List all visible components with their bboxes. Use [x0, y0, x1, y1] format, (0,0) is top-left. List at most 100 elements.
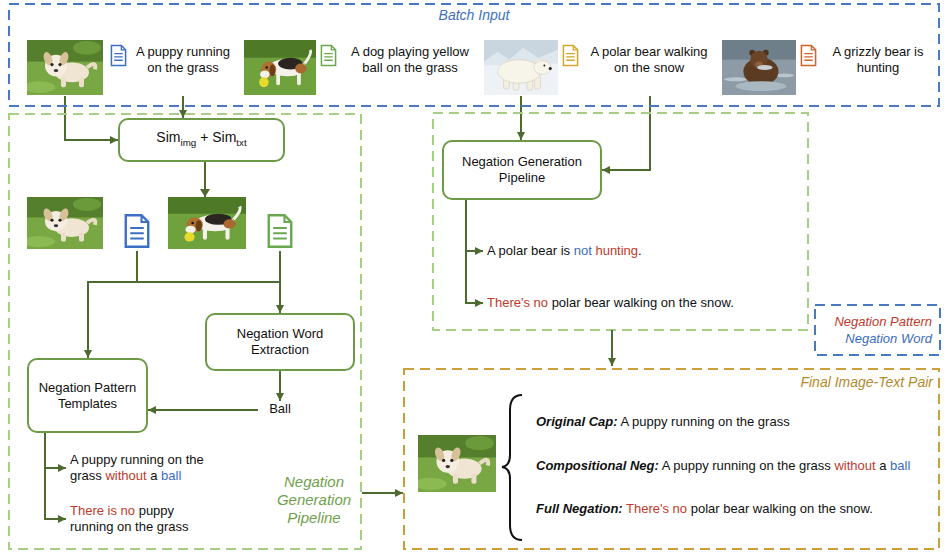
text-run: ball [161, 468, 181, 483]
dashed-border [9, 4, 939, 106]
branch-line [137, 281, 280, 283]
dog-photo [244, 40, 316, 95]
text-run: hunting [595, 243, 638, 258]
text-run: A puppy running on the grass [659, 458, 835, 473]
caption-pair: A dog playing yellow ball on the grass [242, 36, 482, 96]
text-run: without [105, 468, 146, 483]
caption-pair: A puppy running on the grass [25, 36, 238, 96]
node-text: Negation Word Extraction [215, 326, 345, 358]
legend-colour: Negation Word [845, 330, 932, 347]
node-text: Final Image-Text Pair [781, 374, 933, 391]
node-text: A puppy running on the grass [130, 44, 236, 76]
text-slot: Final Image-Text Pair [781, 374, 933, 391]
output-caption: A polar bear is not hunting. [483, 243, 788, 259]
document-icon [321, 46, 335, 66]
connector-arrow [466, 200, 483, 251]
node-text: Original Cap: A puppy running on the gra… [536, 414, 934, 430]
arrow-head [200, 189, 210, 197]
text-run: without [834, 458, 875, 473]
pipeline-region: Negation Generation Pipeline Simimg + Sim… [8, 113, 362, 550]
text-run [623, 501, 626, 516]
connector-arrow [182, 96, 184, 118]
text-run: img [180, 137, 196, 148]
text-run: There's no [626, 501, 687, 516]
legend-text: Negation Word [845, 330, 932, 347]
node-text: A polar bear is not hunting. [487, 243, 784, 259]
grizzly-photo [722, 40, 796, 95]
connector-arrow [88, 162, 205, 358]
text-run: Sim [156, 129, 180, 145]
text-slot: A dog playing yellow ball on the grass [340, 44, 480, 76]
output-caption: There's no polar bear walking on the sno… [483, 295, 801, 311]
text-run: + Sim [196, 129, 236, 145]
document-icon [126, 215, 149, 247]
text-slot: Batch Input [8, 7, 940, 24]
pipeline-region-outline [433, 113, 808, 330]
connector-arrow [602, 96, 650, 170]
ground-patch [20, 197, 310, 251]
output-caption: A puppy running on the grass without a b… [66, 452, 224, 484]
connector-arrow [65, 96, 118, 140]
process-box: Negation Generation Pipeline [442, 140, 602, 200]
process-box: Negation Word Extraction [205, 313, 355, 371]
dog-photo [168, 197, 246, 249]
input-region: Batch Input A puppy running on the grass A… [8, 3, 940, 107]
text-run: . [638, 243, 642, 258]
caption-pair: A grizzly bear is hunting [720, 36, 938, 96]
connector-arrow [520, 96, 522, 140]
text-slot: Negation Generation Pipeline [270, 473, 358, 527]
polar-bear-photo [484, 40, 558, 95]
legend-text: Negation Pattern [834, 313, 932, 330]
text-slot: Original Cap: A puppy running on the gra… [536, 414, 934, 430]
text-run: polar bear walking on the snow. [548, 295, 734, 310]
legend-entry: Negation Word [845, 330, 932, 347]
legend-outline [815, 305, 940, 355]
text-run: Full Negation: [536, 501, 623, 516]
document-icon [111, 46, 125, 66]
text-run: a [147, 468, 161, 483]
node-text: Full Negation: There's no polar bear wal… [536, 501, 934, 517]
output-caption: There is no puppy running on the grass [66, 503, 224, 535]
node-text: Negation Generation Pipeline [452, 154, 592, 186]
text-run: txt [236, 137, 246, 148]
connector-arrow [148, 409, 258, 411]
document-icon [563, 46, 577, 66]
document-icon [801, 46, 815, 66]
flow-arrow [611, 330, 613, 366]
connector-arrow [279, 371, 281, 401]
connector-arrow [466, 200, 483, 303]
legend-colour: Negation Pattern [834, 313, 932, 330]
connector-arrow [362, 492, 403, 494]
text-run: a [876, 458, 890, 473]
node-text: Simimg + Simtxt [156, 129, 246, 151]
text-run: not [574, 243, 592, 258]
result-region: Final Image-Text PairOriginal Cap: A pup… [403, 368, 940, 550]
text-run: There's no [487, 295, 548, 310]
node-text: There is no puppy running on the grass [70, 503, 220, 535]
connector-arrow [45, 433, 66, 468]
text-slot: Compositional Neg: A puppy running on th… [536, 458, 934, 474]
text-run: A puppy running on the grass [618, 414, 790, 429]
puppy-photo [23, 40, 103, 95]
node-text: Negation Pattern Templates [37, 380, 138, 412]
text-slot: A polar bear walking on the snow [582, 44, 716, 76]
text-run [592, 243, 596, 258]
node-text: Ball [262, 401, 298, 417]
text-run: There is no [70, 503, 135, 518]
text-slot: Full Negation: There's no polar bear wal… [536, 501, 934, 517]
node-text: A dog playing yellow ball on the grass [340, 44, 480, 76]
node-text: Compositional Neg: A puppy running on th… [536, 458, 934, 474]
caption-pair: A polar bear walking on the snow [482, 36, 718, 96]
text-slot: A puppy running on the grass [130, 44, 236, 76]
puppy-photo [414, 435, 496, 492]
extracted-word: Ball [258, 401, 302, 419]
text-slot: A grizzly bear is hunting [820, 44, 936, 76]
curly-brace [502, 395, 522, 540]
node-text: There's no polar bear walking on the sno… [487, 295, 797, 311]
legend-entry: Negation Pattern [834, 313, 932, 330]
node-text: A grizzly bear is hunting [820, 44, 936, 76]
text-run: Original Cap: [536, 414, 618, 429]
node-text: Negation Generation Pipeline [270, 473, 358, 527]
